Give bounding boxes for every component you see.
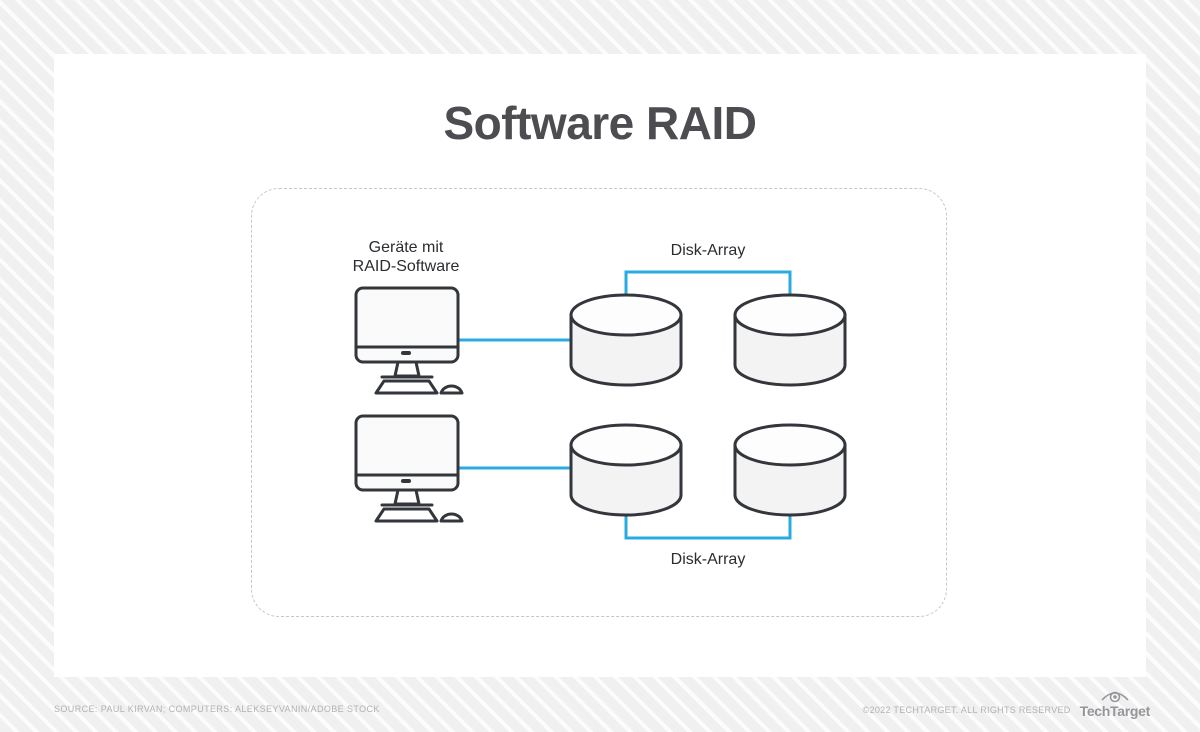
disk-cylinder-icon-4 xyxy=(733,423,847,517)
disk-array-label-top: Disk-Array xyxy=(670,242,746,259)
techtarget-logo: TechTarget xyxy=(1080,688,1150,719)
disk-array-label-bottom: Disk-Array xyxy=(670,551,746,568)
disk-cylinder-icon-2 xyxy=(733,293,847,387)
link-top-disk-array xyxy=(624,270,792,298)
diagram-boundary xyxy=(251,188,947,617)
disk-cylinder-icon-1 xyxy=(569,293,683,387)
source-credit: SOURCE: PAUL KIRVAN; COMPUTERS: ALEKSEYV… xyxy=(54,704,380,714)
techtarget-wordmark: TechTarget xyxy=(1079,703,1151,719)
link-bottom-disk-array xyxy=(624,514,792,540)
footer-right: ©2022 TECHTARGET. ALL RIGHTS RESERVED Te… xyxy=(863,688,1150,719)
page-title: Software RAID xyxy=(443,97,757,149)
disk-cylinder-icon-3 xyxy=(569,423,683,517)
computer-icon-2 xyxy=(354,414,464,523)
computer-icon-1 xyxy=(354,286,464,395)
connector-lines xyxy=(458,270,792,540)
copyright-text: ©2022 TECHTARGET. ALL RIGHTS RESERVED xyxy=(862,705,1071,715)
techtarget-eye-icon xyxy=(1101,691,1129,703)
devices-label: Geräte mit RAID-Software xyxy=(352,239,460,275)
